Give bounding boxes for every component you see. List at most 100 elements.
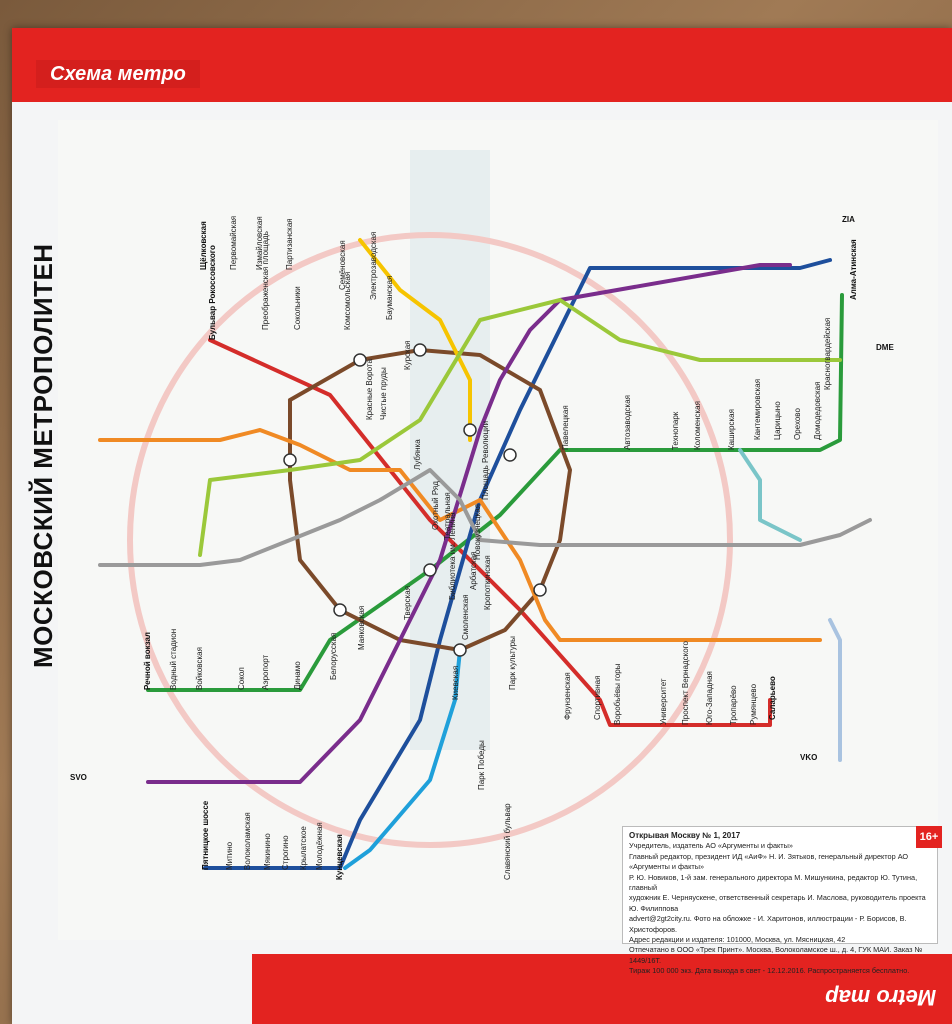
line-8-kalininskaya xyxy=(358,238,472,442)
transfer-nodes xyxy=(283,343,547,657)
transfer-taganskaya xyxy=(463,423,477,437)
station-label: Бауманская xyxy=(385,276,394,320)
station-label: Чистые пруды xyxy=(379,367,388,420)
mcc-ring xyxy=(127,232,733,848)
station-label: Смоленская xyxy=(461,594,470,640)
transfer-komsomolskaya xyxy=(353,353,367,367)
station-label: Университет xyxy=(659,678,668,725)
station-label: Каширская xyxy=(727,409,736,450)
station-label: Новокузнецкая xyxy=(473,504,482,560)
station-label: Домодедовская xyxy=(813,382,822,440)
imprint-line: Адрес редакции и издателя: 101000, Москв… xyxy=(629,935,846,945)
station-label: Водный стадион xyxy=(169,629,178,690)
header-title: Схема метро xyxy=(36,60,200,88)
station-label: Орехово xyxy=(793,408,802,440)
transfer-oktyabrskaya xyxy=(533,583,547,597)
imprint-box: Открывая Москву № 1, 2017 Учредитель, из… xyxy=(622,826,938,975)
station-label: Крылатское xyxy=(299,826,308,870)
airport-markers: SVO VKO DME ZIA xyxy=(70,215,894,782)
station-label: Мякинино xyxy=(263,833,272,870)
imprint-line: Главный редактор, президент ИД «АиФ» Н. … xyxy=(629,851,909,872)
airport-code: DME xyxy=(876,343,894,352)
station-label: Маяковская xyxy=(357,606,366,650)
station-label: Кунцевская xyxy=(335,834,344,880)
station-label: Первомайская xyxy=(229,216,238,270)
station-label: Пятницкое шоссе xyxy=(201,800,210,870)
station-label: Технопарк xyxy=(671,411,680,450)
station-label: Юго-Западная xyxy=(705,671,714,725)
station-label: Парк Победы xyxy=(477,740,486,790)
station-label: Партизанская xyxy=(285,218,294,270)
station-label: Речной вокзал xyxy=(143,632,152,690)
station-label: Преображенская площадь xyxy=(261,231,270,330)
station-label: Театральная xyxy=(443,492,452,540)
station-label: Сокол xyxy=(237,667,246,690)
station-label: Белорусская xyxy=(329,633,338,680)
imprint-line: Учредитель, издатель АО «Аргументы и фак… xyxy=(629,841,793,851)
station-label: Коломенская xyxy=(693,401,702,450)
age-rating-badge: 16+ xyxy=(916,826,942,848)
station-label: Лубянка xyxy=(413,439,422,470)
line-9-serpukhovsko-timiryazevskaya xyxy=(98,468,872,567)
transfer-kievskaya xyxy=(453,643,467,657)
station-label: Тверская xyxy=(403,586,412,620)
station-label: Красногвардейская xyxy=(823,318,832,390)
station-label: Кропоткинская xyxy=(483,555,492,610)
station-label: Славянский бульвар xyxy=(503,803,512,880)
station-label: Динамо xyxy=(293,661,302,690)
line-12-butovskaya xyxy=(828,618,842,762)
station-label: Волоколамская xyxy=(243,812,252,870)
imprint-line: Отпечатано в ООО «Трек Принт». Москва, В… xyxy=(629,945,923,965)
station-label: Арбатская xyxy=(469,552,478,591)
line-7-tagansko-krasnopresnenskaya xyxy=(146,263,792,784)
station-label: Парк культуры xyxy=(508,636,517,690)
station-label: Митино xyxy=(225,841,234,870)
station-label: Курская xyxy=(403,341,412,370)
station-label: Спортивная xyxy=(593,676,602,720)
station-label: Проспект Вернадского xyxy=(681,641,690,725)
airport-code: SVO xyxy=(70,773,87,782)
station-label: Электрозаводская xyxy=(369,232,378,300)
station-label: Красные Ворота xyxy=(365,359,374,420)
airport-code: VKO xyxy=(800,753,817,762)
station-label: Тропарёво xyxy=(729,685,738,725)
line-4-filyovskaya xyxy=(343,648,462,870)
station-labels: Комсомольская Красные Ворота Чистые пруд… xyxy=(143,216,858,880)
station-label: Царицыно xyxy=(773,401,782,440)
station-label: Войковская xyxy=(195,647,204,690)
line-3-arbatsko-pokrovskaya xyxy=(203,258,832,870)
imprint-line: Р. Ю. Новиков, 1-й зам. генерального дир… xyxy=(629,872,918,893)
station-label: Алма-Атинская xyxy=(849,239,858,300)
station-label: Щёлковская xyxy=(199,221,208,270)
imprint-line: художник Е. Черняускене, ответственный с… xyxy=(629,893,926,913)
station-label: Фрунзенская xyxy=(563,672,572,720)
station-label: Румянцево xyxy=(749,683,758,725)
line-1-sokolnicheskaya xyxy=(208,338,772,727)
station-label: Молодёжная xyxy=(315,822,324,870)
station-label: Комсомольская xyxy=(343,272,352,330)
station-label: Площадь Революции xyxy=(481,421,490,500)
station-label: Семёновская xyxy=(338,240,347,290)
imprint-line: advert@2gt2city.ru. Фото на обложке - И.… xyxy=(629,914,907,934)
line-6-kaluzhsko-rizhskaya xyxy=(98,428,822,642)
station-label: Строгино xyxy=(281,835,290,870)
imprint-heading: Открывая Москву № 1, 2017 xyxy=(629,831,741,840)
station-label: Павелецкая xyxy=(561,405,570,450)
line-10-lyublinskaya xyxy=(198,298,842,557)
station-label: Киевская xyxy=(451,666,460,700)
footer-band xyxy=(12,954,952,1024)
station-label: Библиотека им. Ленина xyxy=(448,512,457,600)
imprint-line: Тираж 100 000 экз. Дата выхода в свет - … xyxy=(629,966,910,976)
station-label: Бульвар Рокоссовского xyxy=(208,245,217,340)
transfer-arbatskaya xyxy=(423,563,437,577)
station-label: Кантемировская xyxy=(753,379,762,440)
metro-lines xyxy=(98,238,872,870)
station-label: Охотный Ряд xyxy=(431,481,440,530)
station-label: Аэропорт xyxy=(261,654,270,690)
transfer-kurskaya xyxy=(413,343,427,357)
station-label: Автозаводская xyxy=(623,395,632,450)
line-11-kakhovskaya xyxy=(738,448,802,542)
transfer-prospekt-mira xyxy=(283,453,297,467)
transfer-paveletskaya xyxy=(503,448,517,462)
